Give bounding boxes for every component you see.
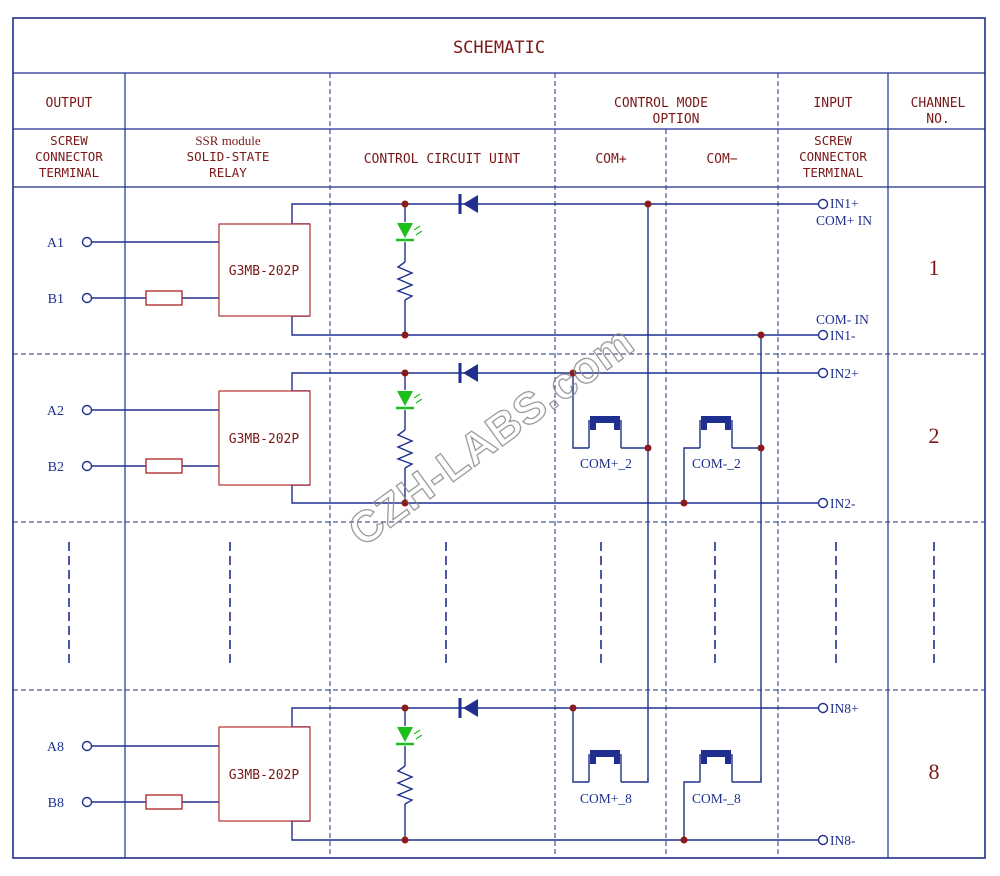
- terminal-b1-label: B1: [48, 292, 64, 307]
- ssr-relay-box: [218, 223, 311, 317]
- ellipsis-row: [68, 542, 935, 668]
- ssr-label-line1: SSR module: [195, 133, 261, 148]
- jumper-com-minus-2-label: COM-_2: [692, 456, 741, 471]
- terminal-a2-label: A2: [47, 404, 64, 419]
- junction-dots: [401, 369, 765, 507]
- input-screw-label-line2: CONNECTOR: [799, 149, 867, 164]
- in1-plus-label: IN1+: [830, 196, 859, 211]
- relay-model-label: G3MB-202P: [229, 432, 300, 447]
- relay-model-label: G3MB-202P: [229, 264, 300, 279]
- common-bus: [647, 204, 762, 780]
- terminal-a1-label: A1: [47, 236, 64, 251]
- channel-2: A2 B2 G3MB-202P COM+_2 COM-_2 IN2+ IN2- …: [47, 363, 940, 511]
- diode-icon: [458, 698, 478, 718]
- relay-model-label: G3MB-202P: [229, 768, 300, 783]
- input-screw-label-line3: TERMINAL: [803, 165, 863, 180]
- channel-header-line1: CHANNEL: [911, 96, 966, 111]
- channel-number-2: 2: [929, 423, 940, 448]
- junction-dots: [401, 200, 765, 339]
- subheader-labels: SSR module SOLID-STATE RELAY CONTROL CIR…: [187, 133, 868, 180]
- resistor-icon: [396, 765, 414, 805]
- com-minus-in-label: COM- IN: [816, 312, 869, 327]
- input-screw-label-line1: SCREW: [814, 133, 852, 148]
- channel-1: A1 B1 G3MB-202P IN1+ COM+ IN COM- IN IN1…: [47, 194, 940, 343]
- output-header: OUTPUT: [46, 96, 93, 111]
- control-mode-header-line1: CONTROL MODE: [614, 96, 708, 111]
- ssr-label-line3: RELAY: [209, 165, 247, 180]
- com-plus-in-label: COM+ IN: [816, 213, 872, 228]
- channel-header-line2: NO.: [926, 112, 949, 127]
- in8-plus-label: IN8+: [830, 701, 859, 716]
- com-minus-label: COM−: [706, 152, 737, 167]
- in2-minus-label: IN2-: [830, 496, 856, 511]
- screw-label-line3: TERMINAL: [39, 165, 99, 180]
- jumper-com-plus-8-label: COM+_8: [580, 791, 632, 806]
- jumper-com-minus-8: [699, 750, 733, 782]
- in8-minus-label: IN8-: [830, 833, 856, 848]
- schematic-title: SCHEMATIC: [453, 38, 545, 58]
- diode-icon: [458, 194, 478, 214]
- jumper-com-plus-2: [588, 416, 622, 448]
- ssr-label-line2: SOLID-STATE: [187, 149, 270, 164]
- input-header: INPUT: [813, 96, 852, 111]
- header-labels: SCHEMATIC OUTPUT CONTROL MODE OPTION INP…: [35, 38, 965, 180]
- resistor-icon: [396, 261, 414, 301]
- channel-number-1: 1: [929, 255, 940, 280]
- diode-icon: [458, 363, 478, 383]
- control-circuit-label: CONTROL CIRCUIT UINT: [364, 152, 521, 167]
- channel-number-8: 8: [929, 759, 940, 784]
- screw-label-line2: CONNECTOR: [35, 149, 103, 164]
- control-mode-header-line2: OPTION: [653, 112, 700, 127]
- terminal-b8-label: B8: [48, 796, 64, 811]
- watermark: CZH-LABS.com: [340, 317, 644, 556]
- jumper-com-minus-8-label: COM-_8: [692, 791, 741, 806]
- jumper-com-plus-8: [588, 750, 622, 782]
- in2-plus-label: IN2+: [830, 366, 859, 381]
- channel-8: A8 B8 G3MB-202P COM+_8 COM-_8 IN8+ IN8- …: [47, 698, 940, 848]
- resistor-icon: [396, 429, 414, 469]
- ssr-relay-box: [218, 726, 311, 822]
- led-icon: [396, 223, 423, 242]
- jumper-com-plus-2-label: COM+_2: [580, 456, 632, 471]
- in1-minus-label: IN1-: [830, 328, 856, 343]
- terminal-a8-label: A8: [47, 740, 64, 755]
- com-plus-label: COM+: [595, 152, 626, 167]
- jumper-com-minus-2: [699, 416, 733, 448]
- ssr-relay-box: [218, 390, 311, 486]
- screw-label-line1: SCREW: [50, 133, 88, 148]
- fuse: [145, 458, 183, 474]
- fuse: [145, 290, 183, 306]
- led-icon: [396, 727, 423, 746]
- terminal-b2-label: B2: [48, 460, 64, 475]
- led-icon: [396, 391, 423, 410]
- fuse: [145, 794, 183, 810]
- junction-dots: [401, 704, 688, 844]
